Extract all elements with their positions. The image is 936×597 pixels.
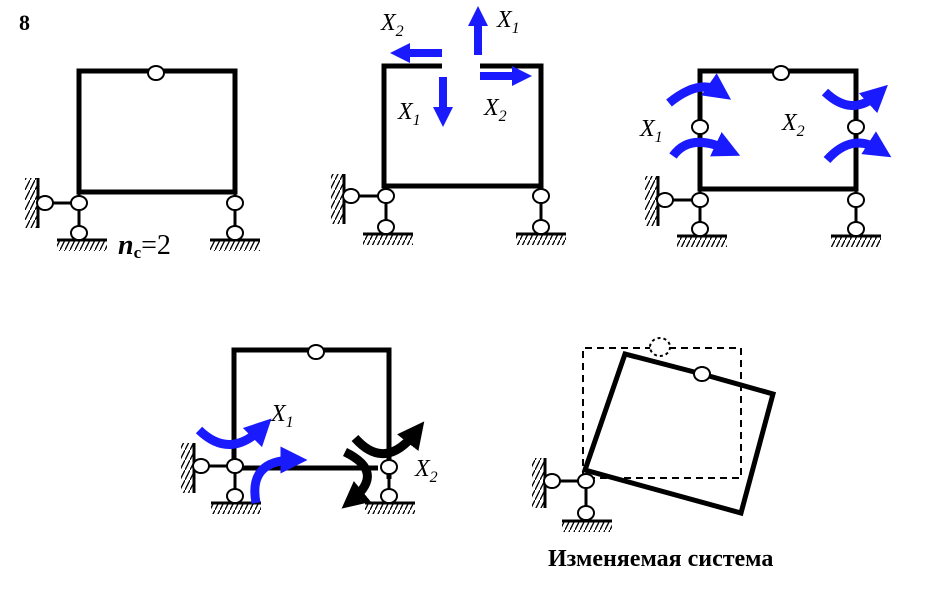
label-x2-frame4: X2 (414, 456, 438, 486)
moment-arrow-icon (351, 421, 425, 458)
nc-label: nc=2 (118, 230, 171, 262)
arrow-down-icon (433, 77, 453, 127)
caption-variable-system: Изменяемая система (548, 546, 773, 572)
label-x2-top: X2 (380, 10, 404, 40)
moment-arrow-icon (666, 73, 732, 107)
figure-number: 8 (19, 10, 30, 35)
label-x1-top: X1 (496, 7, 520, 37)
label-x1-bottom: X1 (397, 99, 421, 129)
moment-arrow-icon (195, 418, 272, 449)
moment-arrow-icon (341, 447, 372, 509)
arrow-left-icon (390, 43, 442, 63)
arrow-right-icon (480, 66, 532, 86)
moment-arrow-icon (823, 131, 892, 164)
frame-2-forces (390, 6, 532, 127)
frame-5 (532, 337, 777, 532)
label-x1-frame4: X1 (270, 401, 294, 431)
frame-1 (25, 65, 260, 251)
frame-2 (331, 63, 566, 245)
frame-3 (645, 65, 881, 247)
label-x2-bottom: X2 (483, 95, 507, 125)
label-x1-frame3: X1 (639, 116, 663, 146)
frame-4-moments (195, 418, 425, 509)
moment-arrow-icon (669, 132, 741, 159)
moment-arrow-icon (821, 84, 888, 114)
frame-3-moments (666, 73, 892, 164)
arrow-up-icon (468, 6, 488, 55)
moment-arrow-icon (250, 446, 308, 504)
frame-4 (181, 344, 415, 514)
label-x2-frame3: X2 (781, 110, 805, 140)
